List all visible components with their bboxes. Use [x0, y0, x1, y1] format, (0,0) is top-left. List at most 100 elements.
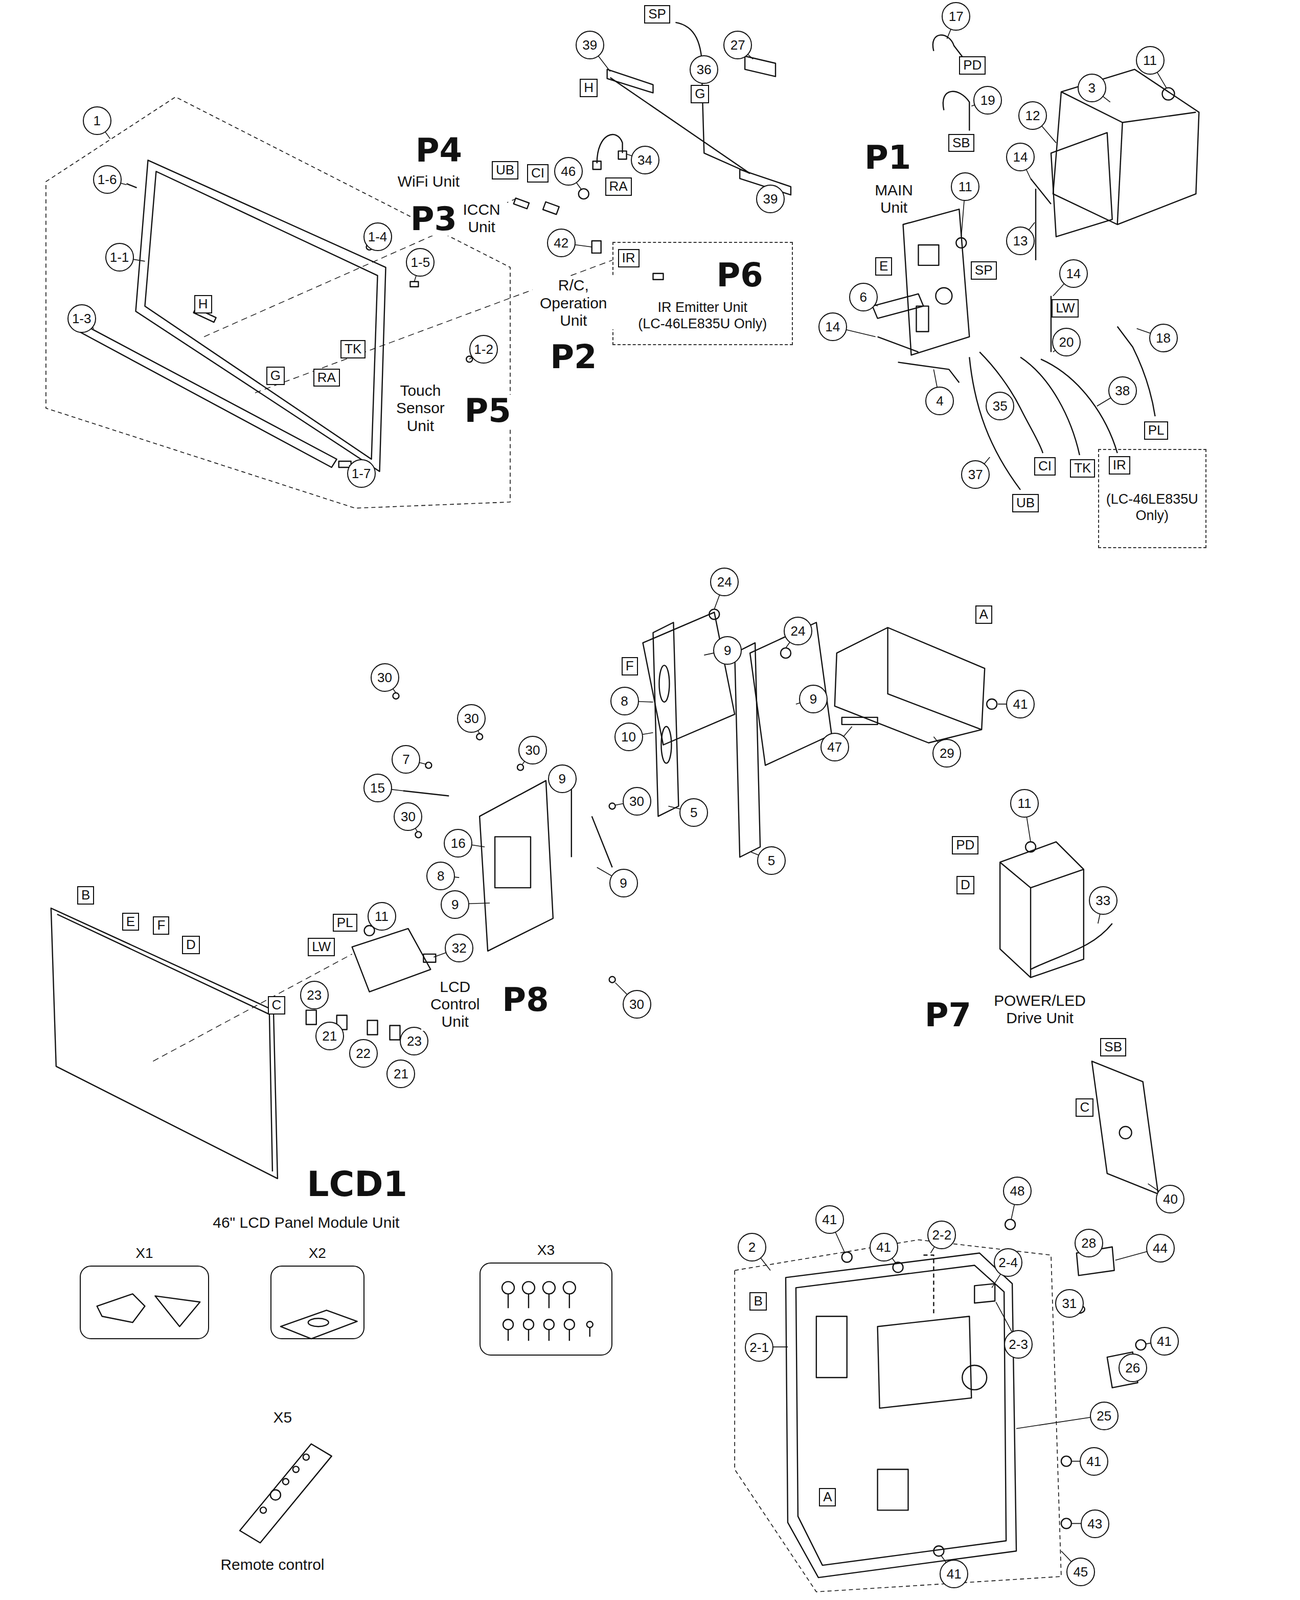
part-label: CI [531, 165, 545, 181]
accessory-box: X2 [270, 1265, 365, 1339]
main-unit-part [1040, 358, 1118, 453]
callout-number: 21 [315, 1021, 345, 1051]
part-label: LW [311, 938, 331, 954]
chassis-and-speakers-part [841, 717, 878, 725]
accessories-part [308, 1317, 329, 1327]
chassis-and-speakers-part [749, 622, 832, 765]
callout-number: 31 [1055, 1288, 1084, 1318]
part-label: 17 [948, 8, 964, 25]
leader-lines-part [624, 581, 1021, 860]
accessories-part [270, 1489, 281, 1500]
callout-number: 9 [609, 868, 638, 898]
main-unit-part [1030, 178, 1052, 204]
part-label: 2-2 [932, 1226, 952, 1243]
unit-label: ICCN Unit [455, 200, 508, 237]
part-label: 14 [1013, 149, 1029, 165]
main-unit-part [872, 293, 924, 319]
connector-tag: SB [1100, 1037, 1127, 1057]
connector-tag: SB [948, 133, 975, 153]
part-label: 1-3 [72, 310, 92, 327]
unit-label: MAIN Unit [863, 181, 925, 217]
accessories-part [563, 1281, 576, 1294]
part-label: 11 [1017, 795, 1032, 811]
callout-number: 3 [1077, 73, 1107, 103]
main-unit-part [1035, 188, 1037, 261]
part-label: 10 [621, 728, 636, 745]
part-label: 8 [620, 693, 628, 709]
front-cabinet-part [126, 183, 138, 188]
front-cabinet-part [409, 281, 419, 287]
page-marker: P8 [502, 983, 549, 1017]
accessory-label: X1 [80, 1244, 209, 1262]
chassis-and-speakers-part [658, 665, 670, 702]
chassis-and-speakers-part [476, 733, 483, 740]
callout-number: 9 [548, 764, 577, 793]
back-cabinet-part [974, 1283, 995, 1303]
callout-number: 37 [961, 460, 990, 489]
callout-number: 23 [399, 1026, 429, 1056]
part-label: 9 [723, 642, 732, 658]
callout-number: 26 [1118, 1353, 1148, 1382]
callout-number: 1-6 [93, 165, 122, 194]
connector-tag: C [267, 995, 286, 1015]
power-unit-part [999, 861, 1084, 888]
chassis-and-speakers-part [734, 642, 761, 857]
accessories-part [507, 1329, 509, 1341]
callout-number: 30 [622, 989, 652, 1019]
lcd-panel-part [423, 953, 436, 963]
callout-number: 41 [1006, 689, 1035, 719]
callout-number: 6 [849, 282, 878, 312]
part-label: RA [609, 178, 628, 194]
part-label: 2-1 [749, 1339, 769, 1355]
part-label: 31 [1061, 1295, 1077, 1311]
part-label: 19 [980, 92, 996, 108]
part-label: UB [495, 162, 515, 178]
back-cabinet-part [795, 1264, 1007, 1565]
part-label: G [270, 367, 281, 383]
part-label: 30 [525, 742, 540, 758]
page-marker: P3 [410, 202, 458, 236]
leader-lines-part [946, 16, 1167, 241]
part-label: 41 [1086, 1453, 1102, 1469]
part-label: 1-6 [97, 171, 118, 188]
callout-number: 45 [1066, 1557, 1096, 1586]
accessories-part [548, 1293, 550, 1308]
power-unit-part [1030, 923, 1113, 970]
page-marker: P4 [415, 134, 463, 168]
part-label: 39 [763, 191, 779, 207]
accessories-part [154, 1295, 200, 1327]
accessories-part [548, 1329, 550, 1341]
accessories-part [303, 1453, 310, 1461]
chassis-and-speakers-part [609, 976, 616, 983]
callout-number: 5 [679, 797, 709, 827]
connector-tag: CI [527, 164, 549, 183]
accessories-part [528, 1329, 530, 1341]
accessory-box: X1 [79, 1265, 210, 1339]
callout-number: 2-3 [1004, 1329, 1033, 1359]
part-label: 1-7 [351, 465, 372, 482]
part-label: 34 [637, 152, 653, 168]
callout-number: 34 [630, 145, 660, 175]
callout-number: 41 [1079, 1446, 1109, 1476]
callout-number: 1-7 [347, 459, 376, 488]
connector-tag: F [152, 916, 170, 935]
callout-number: 2-1 [744, 1332, 774, 1362]
main-unit-part [903, 209, 970, 355]
callout-number: 36 [689, 55, 719, 84]
accessories-part [292, 1466, 300, 1473]
callout-number: 41 [939, 1559, 969, 1588]
part-label: D [960, 876, 971, 893]
accessories-part [507, 1293, 509, 1308]
part-label: F [156, 917, 166, 933]
lcd-panel-part [367, 1020, 378, 1035]
power-unit-part [1030, 887, 1032, 978]
callout-number: 11 [1135, 46, 1165, 75]
front-cabinet-part [73, 322, 337, 468]
part-label: 14 [1065, 265, 1081, 282]
callout-number: 23 [300, 980, 329, 1010]
connector-tag: RA [313, 368, 340, 387]
connector-tag: SP [644, 5, 671, 24]
part-label: 1-1 [109, 249, 130, 265]
accessory-label: X3 [480, 1241, 611, 1259]
part-label: 36 [696, 61, 712, 78]
